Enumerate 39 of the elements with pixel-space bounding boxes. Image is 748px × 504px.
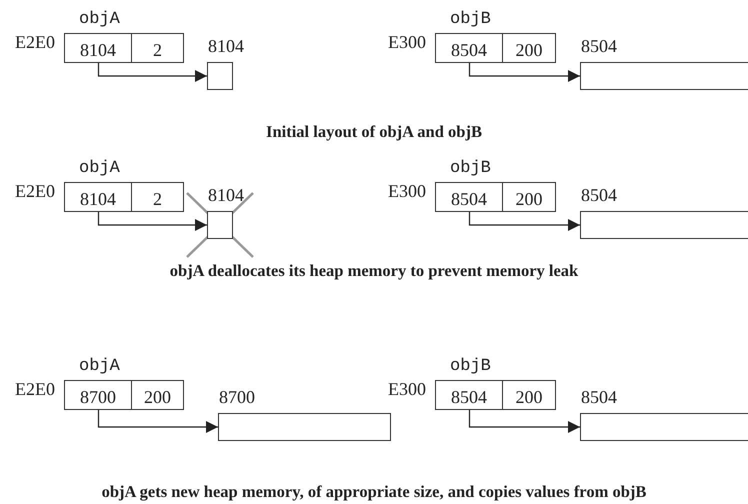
pointer-cell: 8700 xyxy=(65,381,132,409)
object-name: objA xyxy=(79,357,120,376)
size-cell: 2 xyxy=(132,34,183,62)
pointer-arrow xyxy=(98,62,207,82)
size-cell: 200 xyxy=(503,183,555,211)
address-label: E300 xyxy=(388,379,426,400)
object-name: objB xyxy=(450,357,491,376)
pointer-arrow xyxy=(468,62,580,82)
address-label: E2E0 xyxy=(15,32,55,53)
address-label: E2E0 xyxy=(15,181,55,202)
caption: Initial layout of objA and objB xyxy=(266,122,482,142)
size-cell: 200 xyxy=(132,381,183,409)
pointer-cell: 8104 xyxy=(65,34,132,62)
pointer-cell: 8104 xyxy=(65,183,132,211)
object-name: objB xyxy=(450,159,491,178)
address-label: 8504 xyxy=(581,185,617,206)
size-cell: 200 xyxy=(503,34,555,62)
caption: objA deallocates its heap memory to prevent memory leak xyxy=(170,261,578,281)
address-label: 8504 xyxy=(581,36,617,57)
address-label: 8104 xyxy=(208,185,244,206)
object-name: objB xyxy=(450,10,491,29)
address-label: E300 xyxy=(388,181,426,202)
size-cell: 200 xyxy=(503,381,555,409)
pointer-arrow xyxy=(468,409,580,433)
caption: objA gets new heap memory, of appropriate size, and copies values from objB xyxy=(102,482,646,502)
object-name: objA xyxy=(79,159,120,178)
address-label: E300 xyxy=(388,32,426,53)
size-cell: 2 xyxy=(132,183,183,211)
pointer-cell: 8504 xyxy=(436,34,503,62)
address-label: 8504 xyxy=(581,387,617,408)
pointer-arrow xyxy=(98,211,207,231)
address-label: 8700 xyxy=(219,387,255,408)
pointer-cell: 8504 xyxy=(436,183,503,211)
address-label: 8104 xyxy=(208,36,244,57)
object-name: objA xyxy=(79,10,120,29)
pointer-arrow xyxy=(98,409,218,433)
pointer-cell: 8504 xyxy=(436,381,503,409)
pointer-arrow xyxy=(468,211,580,231)
address-label: E2E0 xyxy=(15,379,55,400)
